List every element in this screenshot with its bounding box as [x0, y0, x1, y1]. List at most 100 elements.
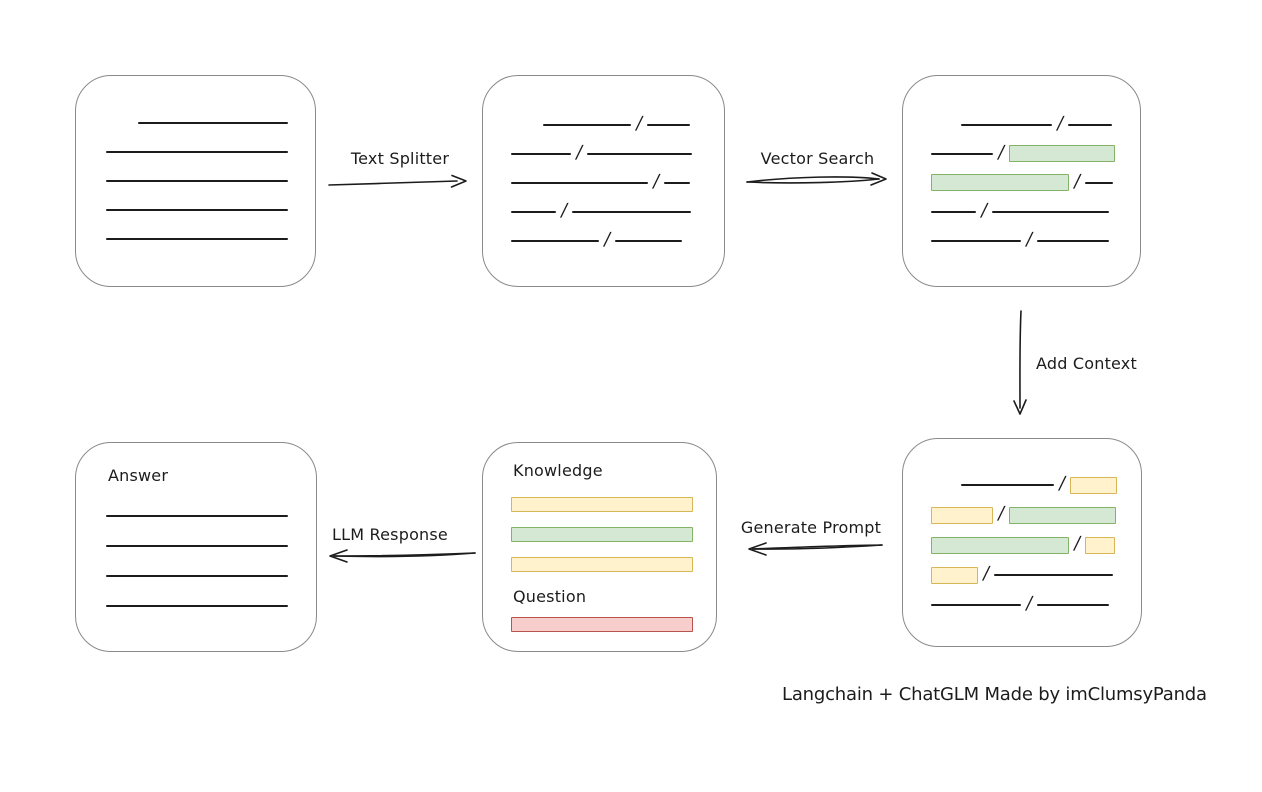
- add-context-arrow-icon: [1013, 310, 1027, 415]
- generate-prompt-label: Generate Prompt: [740, 518, 882, 537]
- text-line: [615, 239, 683, 242]
- yellow-highlight: [931, 506, 993, 524]
- segment-row: [106, 561, 316, 591]
- slash-separator: /: [981, 563, 992, 584]
- text-line: [931, 239, 1021, 242]
- segment-row: /: [931, 168, 1140, 197]
- text-line: [106, 545, 288, 547]
- text-splitter-label: Text Splitter: [350, 149, 450, 168]
- segment-row: [106, 501, 316, 531]
- matched-lines: / / / / /: [931, 110, 1140, 255]
- green-highlight: [511, 526, 693, 542]
- split-chunks-node: /////: [482, 75, 725, 287]
- text-line: [961, 484, 1054, 486]
- slash-separator: /: [1055, 112, 1066, 134]
- text-line: [1085, 181, 1114, 184]
- slash-separator: /: [559, 199, 570, 221]
- segment-row: /: [931, 197, 1140, 226]
- text-line: [992, 210, 1110, 213]
- text-line: [106, 605, 288, 607]
- knowledge-bars: [511, 489, 716, 579]
- segment-row: /: [931, 530, 1141, 560]
- green-highlight: [1009, 506, 1117, 524]
- text-line: [931, 210, 976, 213]
- text-line: [106, 575, 288, 577]
- text-line: [106, 179, 288, 182]
- llm-response-label: LLM Response: [332, 525, 448, 544]
- yellow-highlight: [511, 556, 693, 572]
- slash-separator: /: [996, 141, 1007, 163]
- caption: Langchain + ChatGLM Made by imClumsyPand…: [782, 684, 1207, 705]
- text-line: [572, 210, 692, 213]
- slash-separator: /: [979, 199, 990, 221]
- text-line: [664, 181, 691, 184]
- answer-node: Answer: [75, 442, 317, 652]
- vector-search-arrow-icon: [746, 172, 887, 186]
- segment-row: /: [511, 110, 724, 139]
- text-line: [1037, 604, 1110, 606]
- text-splitter-arrow-icon: [328, 174, 467, 188]
- text-line: [543, 123, 631, 126]
- slash-separator: /: [1072, 533, 1083, 554]
- yellow-highlight: [1085, 536, 1116, 554]
- segment-row: [106, 531, 316, 561]
- question-label: Question: [513, 587, 587, 606]
- vector-search-label: Vector Search: [760, 149, 875, 168]
- segment-row: [106, 195, 315, 224]
- slash-separator: /: [602, 228, 613, 250]
- text-line: [511, 210, 556, 213]
- answer-lines: [106, 501, 316, 621]
- text-line: [511, 239, 599, 242]
- green-highlight: [931, 536, 1069, 554]
- segment-row: [511, 489, 716, 519]
- segment-row: /: [511, 226, 724, 255]
- slash-separator: /: [996, 503, 1007, 524]
- text-line: [106, 150, 288, 153]
- llm-response-arrow-icon: [329, 549, 476, 563]
- segment-row: /: [511, 197, 724, 226]
- slash-separator: /: [1024, 228, 1035, 250]
- add-context-label: Add Context: [1036, 354, 1137, 373]
- context-lines: / / / / /: [931, 470, 1141, 620]
- text-line: [931, 152, 993, 155]
- slash-separator: /: [1024, 593, 1035, 614]
- knowledge-label: Knowledge: [513, 461, 603, 480]
- document-node: [75, 75, 316, 287]
- segment-row: /: [931, 110, 1140, 139]
- text-line: [106, 208, 288, 211]
- segment-row: [106, 224, 315, 253]
- segment-row: [511, 519, 716, 549]
- slash-separator: /: [1072, 170, 1083, 192]
- answer-label: Answer: [108, 466, 169, 485]
- segment-row: [106, 137, 315, 166]
- question-bars: [511, 609, 716, 639]
- yellow-highlight: [931, 566, 978, 584]
- slash-separator: /: [574, 141, 585, 163]
- segment-row: /: [931, 560, 1141, 590]
- yellow-highlight: [511, 496, 693, 512]
- segment-row: /: [931, 590, 1141, 620]
- segment-row: /: [511, 139, 724, 168]
- segment-row: /: [931, 139, 1140, 168]
- text-line: [994, 574, 1114, 576]
- text-line: [106, 515, 288, 517]
- document-lines: [106, 108, 315, 253]
- text-line: [138, 121, 288, 124]
- segment-row: /: [931, 500, 1141, 530]
- green-highlight: [931, 174, 1069, 191]
- segment-row: [106, 591, 316, 621]
- slash-separator: /: [651, 170, 662, 192]
- text-line: [1037, 239, 1110, 242]
- prompt-node: Knowledge Question: [482, 442, 717, 652]
- yellow-highlight: [1070, 476, 1118, 494]
- segment-row: [511, 549, 716, 579]
- segment-row: [106, 166, 315, 195]
- segment-row: [106, 108, 315, 137]
- generate-prompt-arrow-icon: [748, 542, 883, 556]
- text-line: [511, 152, 571, 155]
- chunk-lines: /////: [511, 110, 724, 255]
- slash-separator: /: [1057, 473, 1068, 494]
- text-line: [511, 181, 648, 184]
- context-node: / / / / /: [902, 438, 1142, 647]
